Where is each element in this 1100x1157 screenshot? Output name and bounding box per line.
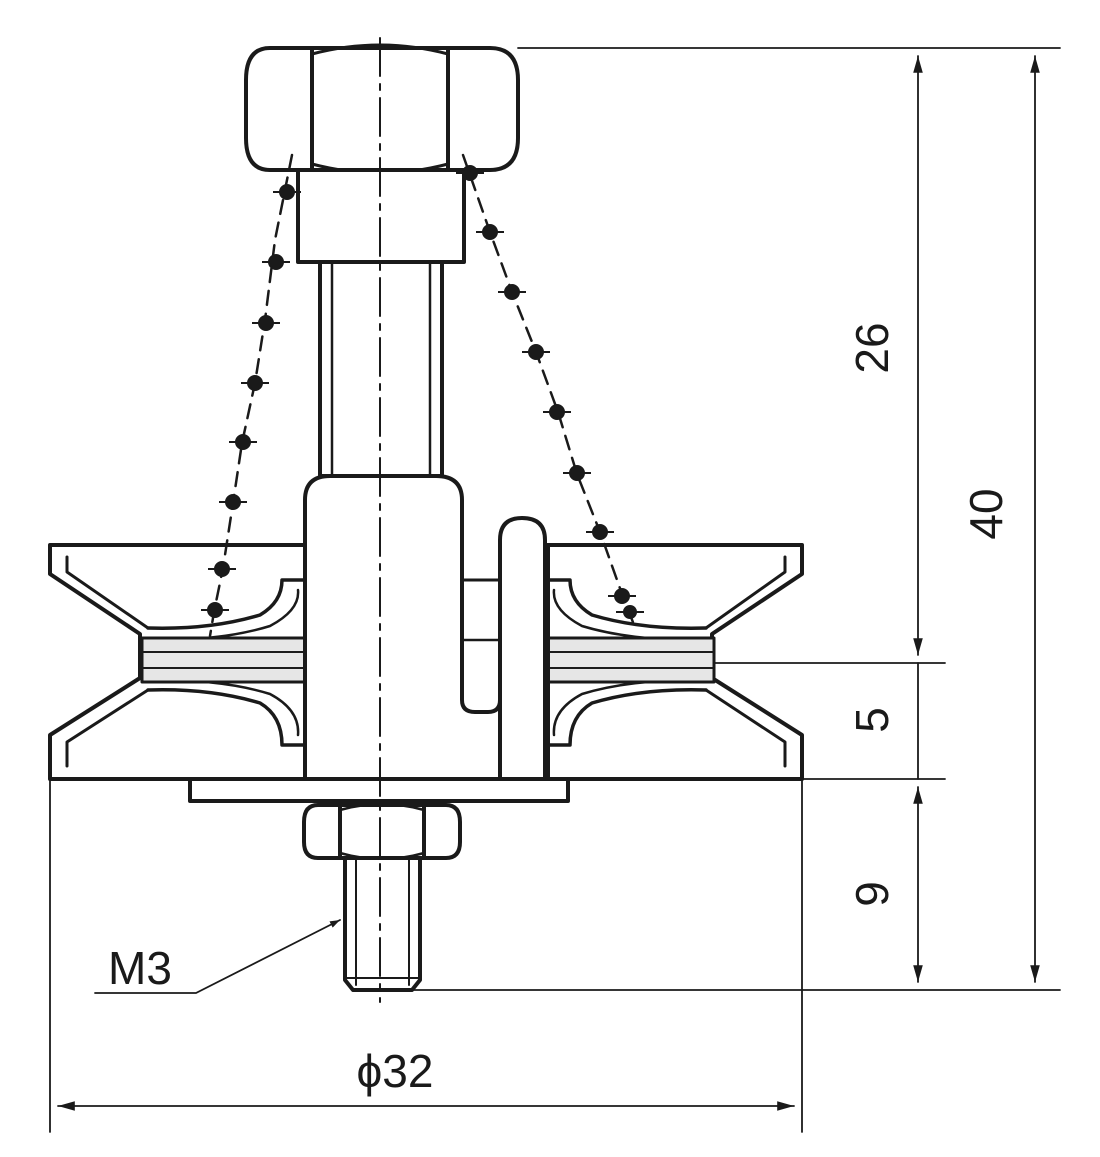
dim-label-40: 40 [960,488,1012,539]
right-chain-beads [456,165,644,619]
dim-label-26: 26 [846,322,898,373]
bottom-hex-nut [302,802,462,861]
slot-finger [498,516,547,781]
dim-label-5: 5 [846,707,898,733]
thread-leader [94,919,341,994]
threaded-stud [343,856,422,992]
thread-label: M3 [108,942,172,994]
left-chain [208,153,294,638]
right-chain [461,153,638,632]
top-hex-nut [244,43,520,175]
dim-label-diameter: ϕ32 [357,1045,434,1097]
dim-label-9: 9 [846,881,898,907]
belt-band [140,636,716,684]
left-chain-beads [201,184,301,618]
